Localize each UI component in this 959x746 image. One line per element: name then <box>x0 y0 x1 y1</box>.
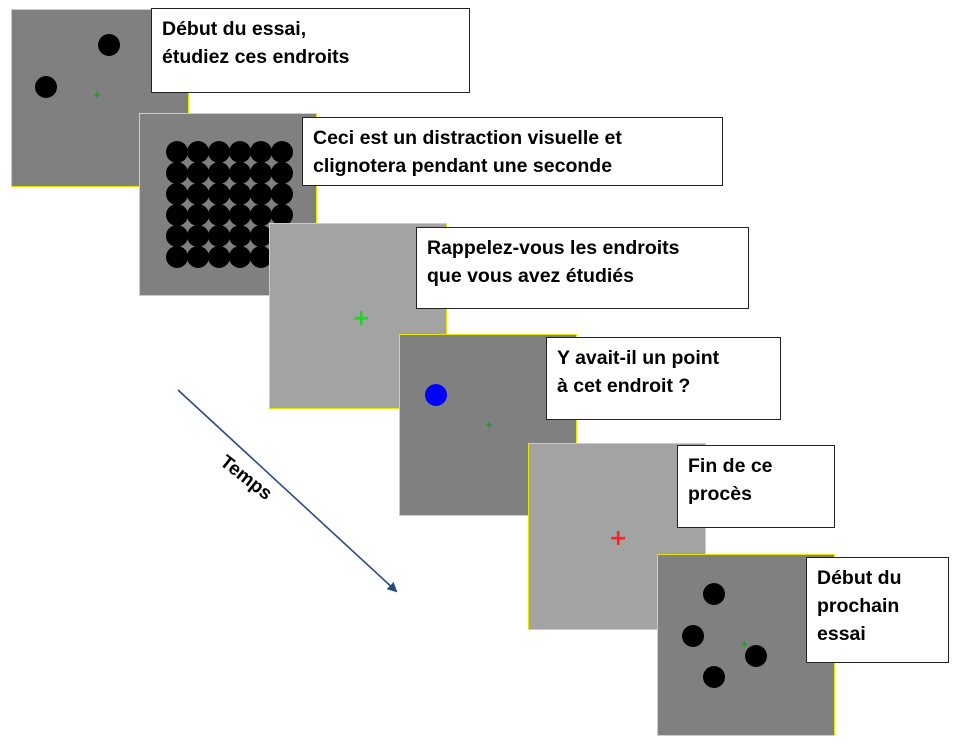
caption-line: Y avait-il un point <box>557 347 720 369</box>
caption-box: Début du essai, étudiez ces endroits <box>151 8 470 93</box>
caption-line: prochain <box>817 595 900 617</box>
caption-box: Fin de ce procès <box>677 445 835 528</box>
stimulus-dot <box>98 34 120 56</box>
caption-line: Début du <box>817 567 902 589</box>
caption-box: Ceci est un distraction visuelle et clig… <box>302 117 723 186</box>
fixation-cross-icon: + <box>93 90 102 101</box>
stimulus-dot <box>703 583 725 605</box>
caption-line: étudiez ces endroits <box>162 46 350 68</box>
fixation-cross-icon: + <box>352 306 371 331</box>
probe-dot <box>425 384 447 406</box>
stimulus-dot <box>35 76 57 98</box>
caption-box: Début du prochain essai <box>806 557 949 663</box>
caption-line: que vous avez étudiés <box>427 265 634 287</box>
caption-line: Fin de ce <box>688 455 773 477</box>
fixation-cross-icon: + <box>740 639 749 650</box>
stimulus-dot <box>745 645 767 667</box>
caption-line: procès <box>688 483 752 505</box>
mask-screen <box>139 113 317 296</box>
stimulus-dot <box>682 625 704 647</box>
fixation-cross-icon: + <box>609 526 628 551</box>
caption-line: Ceci est un distraction visuelle et <box>313 127 622 149</box>
stimulus-dot <box>703 666 725 688</box>
mask-dot-grid <box>166 141 293 268</box>
caption-line: clignotera pendant une seconde <box>313 155 613 177</box>
caption-line: essai <box>817 623 866 645</box>
caption-line: à cet endroit ? <box>557 375 691 397</box>
fixation-cross-icon: + <box>485 420 494 431</box>
caption-line: Début du essai, <box>162 18 307 40</box>
next-trial-screen: + <box>657 554 835 736</box>
caption-box: Rappelez-vous les endroits que vous avez… <box>416 227 749 309</box>
caption-box: Y avait-il un point à cet endroit ? <box>546 337 781 420</box>
caption-line: Rappelez-vous les endroits <box>427 237 680 259</box>
